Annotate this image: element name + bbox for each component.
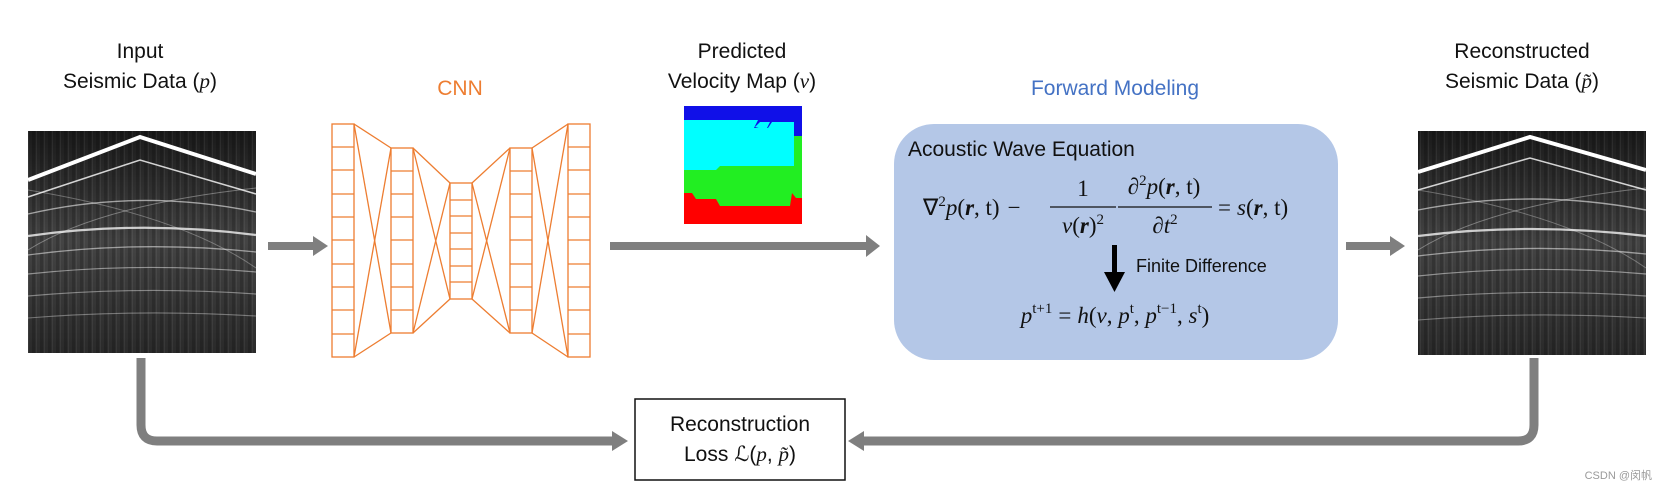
output-title-line2: Seismic Data (p̃) bbox=[1445, 69, 1599, 93]
finite-difference-label: Finite Difference bbox=[1136, 256, 1267, 276]
arrow-right-loop bbox=[860, 358, 1539, 446]
loss-box: Reconstruction Loss ℒ(p, p̃) bbox=[634, 398, 846, 481]
input-title-line2: Seismic Data (p) bbox=[63, 69, 217, 93]
frac1-denominator: v(r)2 bbox=[1062, 212, 1104, 238]
watermark: CSDN @闵帆 bbox=[1584, 470, 1652, 482]
arrow-right-icon bbox=[268, 236, 328, 256]
equation-rhs: =s(r, t) bbox=[1218, 195, 1288, 220]
cnn-network bbox=[331, 123, 591, 358]
velocity-map bbox=[684, 106, 802, 224]
update-equation: pt+1=h(v, pt, pt−1, st) bbox=[1019, 301, 1210, 328]
arrow-down-icon bbox=[1104, 245, 1125, 292]
equation-lhs: ∇2p(r, t)− bbox=[922, 194, 1021, 220]
wave-box-title: Acoustic Wave Equation bbox=[908, 138, 1135, 161]
input-title-line1: Input bbox=[117, 40, 164, 63]
wave-equation-box: Acoustic Wave Equation ∇2p(r, t)− 1 v(r)… bbox=[894, 124, 1338, 360]
output-title-line1: Reconstructed bbox=[1454, 40, 1589, 63]
frac2-denominator: ∂t2 bbox=[1152, 212, 1177, 238]
arrow-right-icon bbox=[612, 431, 628, 451]
loss-title-line2: Loss ℒ(p, p̃) bbox=[684, 442, 796, 466]
frac2-numerator: ∂2p(r, t) bbox=[1128, 173, 1201, 199]
arrow-left-icon bbox=[848, 431, 864, 451]
cnn-label: CNN bbox=[437, 77, 483, 100]
arrow-right-icon bbox=[1346, 236, 1405, 256]
frac1-numerator: 1 bbox=[1077, 176, 1089, 201]
forward-modeling-title: Forward Modeling bbox=[1031, 77, 1199, 100]
velocity-title-line2: Velocity Map (v) bbox=[668, 69, 816, 93]
arrow-left-loop bbox=[136, 358, 616, 446]
velocity-title-line1: Predicted bbox=[698, 40, 787, 63]
loss-title-line1: Reconstruction bbox=[670, 413, 810, 436]
output-seismic-image bbox=[1417, 131, 1647, 355]
input-seismic-image bbox=[27, 131, 257, 353]
arrow-right-icon bbox=[610, 235, 880, 257]
